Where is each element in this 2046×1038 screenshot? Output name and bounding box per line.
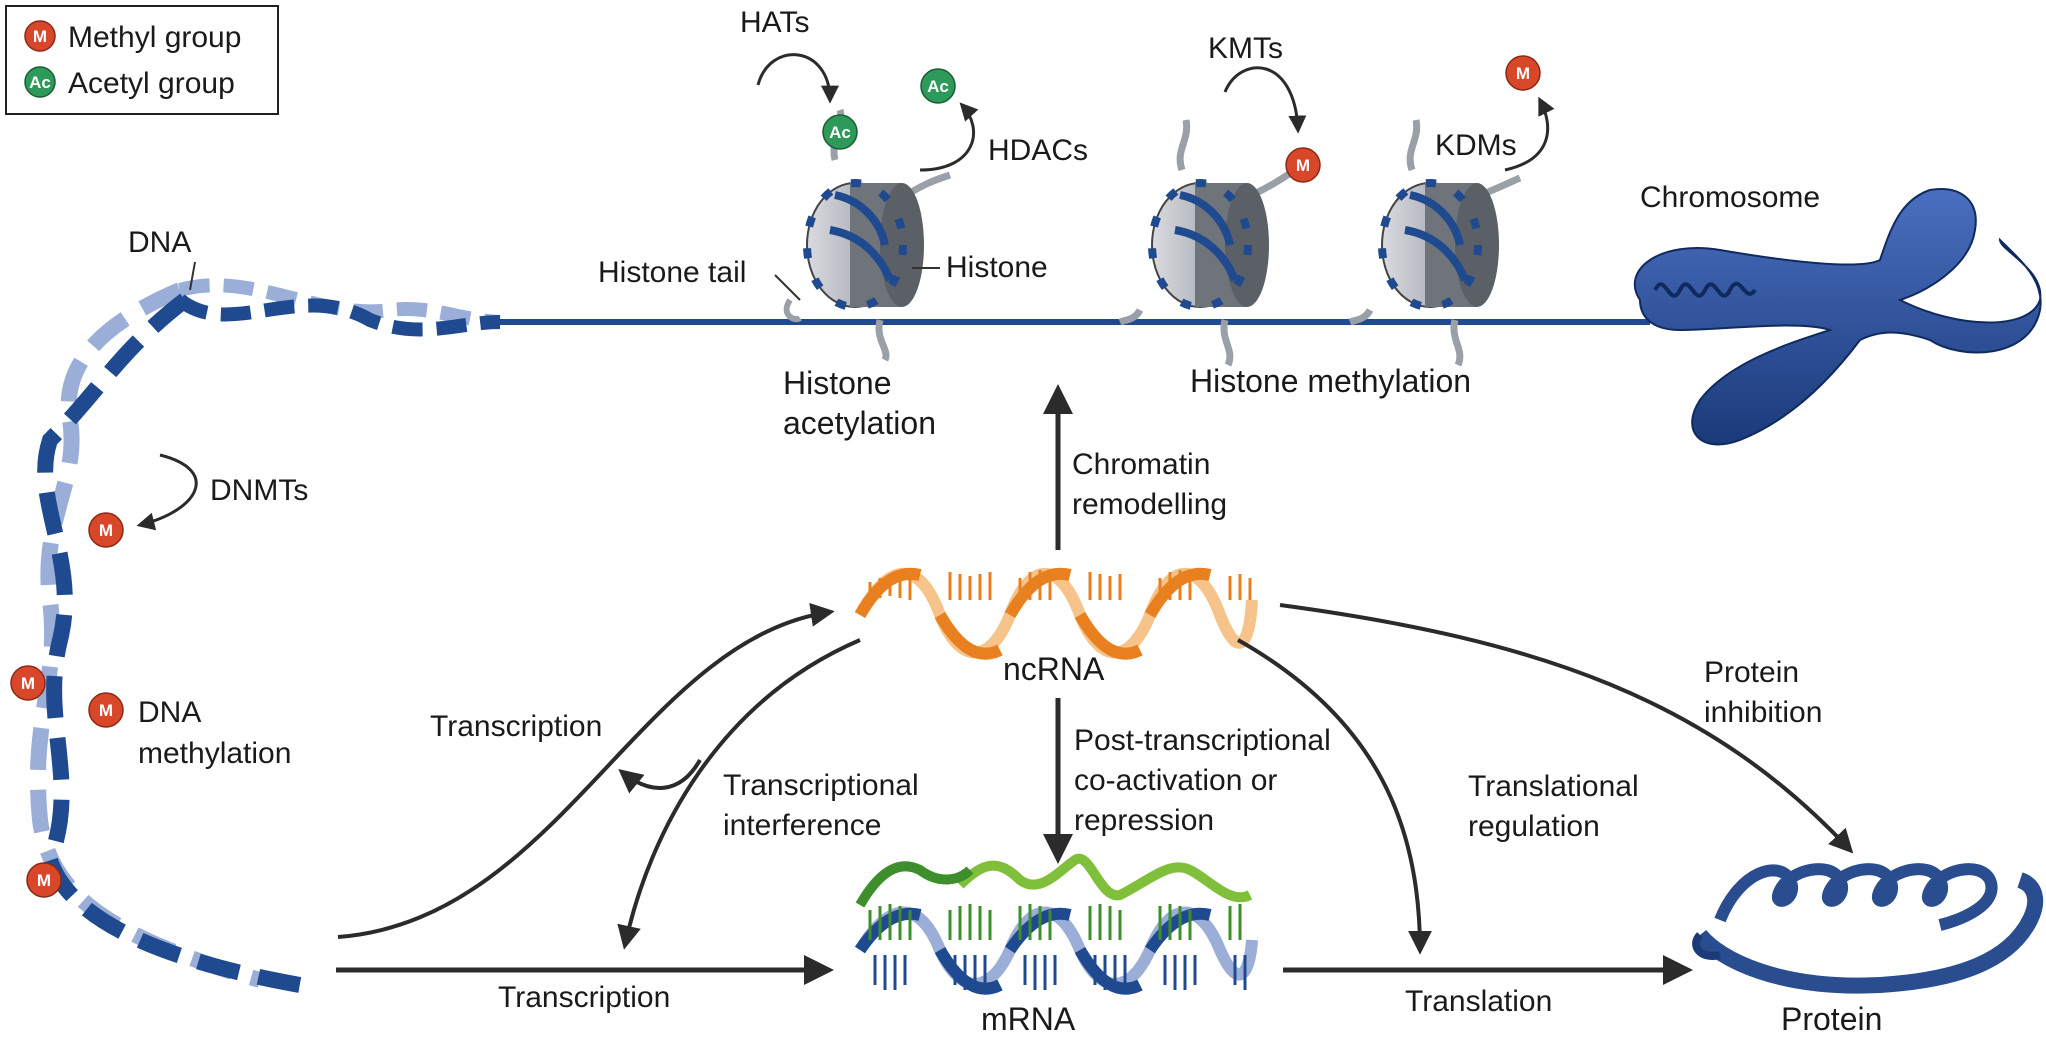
legend-methyl-item: M Methyl group [24, 20, 241, 54]
protein-inhibition-arrow [1279, 603, 1854, 854]
translation-label: Translation [1405, 985, 1552, 1018]
protein-shape [1692, 863, 2044, 994]
dna-methyl-mark: M [88, 512, 124, 548]
dnmts-arrow [136, 453, 198, 531]
methyl-badge-icon [1505, 55, 1541, 91]
dna-methyl-mark: M [88, 692, 124, 728]
interference-branch-arrow [618, 759, 702, 794]
legend-methyl-label: Methyl group [68, 21, 241, 54]
transcription-lower-label: Transcription [498, 981, 670, 1014]
legend-methyl-symbol: M [33, 27, 47, 46]
acetyl-badge-icon [920, 68, 956, 104]
histone-acetylation-label-1: Histone [783, 365, 892, 401]
methyl-symbol: M [1296, 156, 1310, 175]
post-transcriptional-label-3: repression [1074, 804, 1214, 837]
chromatin-remodelling-label-1: Chromatin [1072, 448, 1210, 481]
methyl-symbol: M [37, 871, 51, 890]
transcriptional-interference-arrow [617, 638, 861, 950]
legend: M Methyl group Ac Acetyl group [5, 5, 279, 115]
methyl-badge-icon [24, 20, 56, 52]
kdms-arrow [1504, 96, 1555, 172]
chromatin-remodelling-label-2: remodelling [1072, 488, 1227, 521]
histone-label: Histone [946, 251, 1048, 284]
methyl-symbol: M [21, 674, 35, 693]
nucleosome-acetylation: Ac [774, 108, 952, 362]
hats-label: HATs [740, 6, 809, 39]
post-transcriptional-label-2: co-activation or [1074, 764, 1277, 797]
methyl-symbol: M [1516, 64, 1530, 83]
chromosome-shape [1633, 188, 2042, 446]
mrna-label: mRNA [981, 1001, 1076, 1037]
dna-methylation-label-2: methylation [138, 737, 291, 770]
transcription-to-ncrna-arrow [337, 602, 835, 939]
methyl-symbol: M [99, 521, 113, 540]
methyl-badge-icon [1285, 147, 1321, 183]
dna-label: DNA [128, 226, 191, 259]
hats-arrow [756, 53, 839, 104]
nucleosome-methylation-b [1348, 119, 1522, 367]
histone-tail-label: Histone tail [598, 256, 746, 289]
translational-regulation-label-2: regulation [1468, 810, 1600, 843]
protein-inhibition-label-1: Protein [1704, 656, 1799, 689]
dna-methyl-marks: M M M M [10, 512, 124, 898]
transcriptional-interference-label-2: interference [723, 809, 881, 842]
histone-methylation-label: Histone methylation [1190, 363, 1471, 399]
legend-acetyl-symbol: Ac [29, 73, 51, 92]
methyl-badge-icon [88, 512, 124, 548]
protein-label: Protein [1781, 1001, 1882, 1037]
dnmts-label: DNMTs [210, 474, 308, 507]
acetyl-symbol: Ac [829, 123, 851, 142]
legend-acetyl-item: Ac Acetyl group [24, 66, 235, 100]
kdms-label: KDMs [1435, 129, 1517, 162]
free-acetyl-mark: Ac [920, 68, 956, 104]
methyl-badge-icon [26, 862, 62, 898]
transcription-upper-label: Transcription [430, 710, 602, 743]
protein-inhibition-label-2: inhibition [1704, 696, 1822, 729]
acetyl-badge-icon [24, 66, 56, 98]
dna-methylation-label-1: DNA [138, 696, 201, 729]
methyl-badge-icon [10, 665, 46, 701]
free-methyl-mark: M [1505, 55, 1541, 91]
kmts-label: KMTs [1208, 32, 1283, 65]
transcriptional-interference-label-1: Transcriptional [723, 769, 919, 802]
dna-methyl-mark: M [10, 665, 46, 701]
legend-acetyl-label: Acetyl group [68, 67, 235, 100]
methyl-badge-icon [88, 692, 124, 728]
chromosome-label: Chromosome [1640, 181, 1820, 214]
acetyl-symbol: Ac [927, 77, 949, 96]
dna-helix [29, 261, 1650, 993]
post-transcriptional-label-1: Post-transcriptional [1074, 724, 1331, 757]
kmts-arrow [1223, 66, 1307, 134]
hdacs-arrow [919, 102, 979, 172]
acetyl-badge-icon [822, 114, 858, 150]
ncrna-label: ncRNA [1003, 651, 1105, 687]
nucleosome-methylation-a: M [1118, 119, 1321, 367]
translational-regulation-label-1: Translational [1468, 770, 1639, 803]
mrna-strand [854, 853, 1258, 995]
methyl-symbol: M [99, 701, 113, 720]
ncrna-strand [854, 567, 1258, 660]
dna-methyl-mark: M [26, 862, 62, 898]
translational-regulation-arrow [1237, 638, 1432, 955]
histone-acetylation-label-2: acetylation [783, 405, 936, 441]
hdacs-label: HDACs [988, 134, 1088, 167]
